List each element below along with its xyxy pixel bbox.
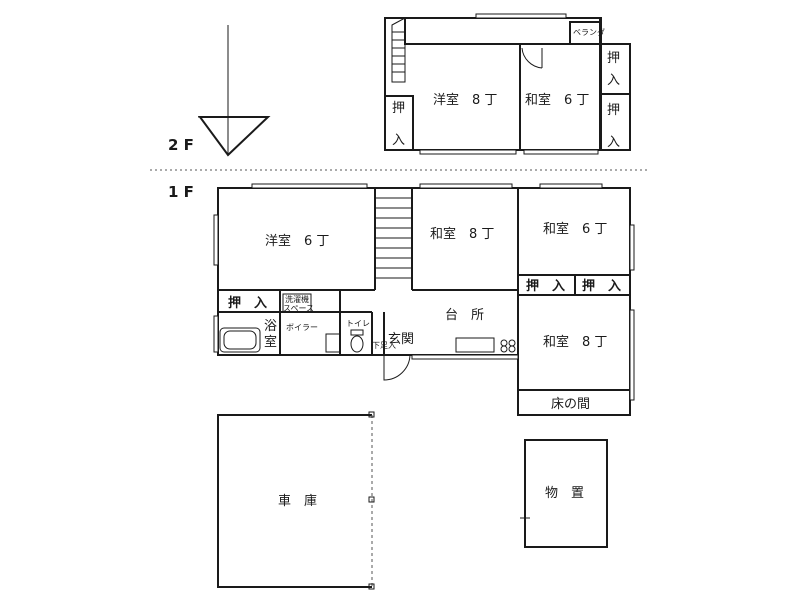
shoe-storage-label: 下足入 [372,341,396,350]
laundry-label-2: スペース [283,304,314,313]
room-2f-western: 洋室 8 丁 [433,92,497,108]
garage: 車 庫 [217,411,375,590]
room-1f-entrance: 玄関 [388,332,414,347]
label-1f: 1 F [168,183,194,201]
closet-2f-right-top-2: 入 [607,73,620,88]
room-1f-bath-1: 浴 [264,319,277,334]
room-1f-japanese-8-top: 和室 8 丁 [430,226,494,242]
closet-2f-left-1: 押 [392,101,405,116]
room-1f-japanese-8-bottom: 和室 8 丁 [543,334,607,350]
closet-1f-right: 押 入 [582,278,621,294]
closet-2f-left-2: 入 [392,133,405,148]
label-2f: 2 F [168,136,194,154]
room-1f-japanese-6: 和室 6 丁 [543,221,607,237]
room-2f-veranda: ベランダ [573,27,605,37]
room-1f-tokonoma: 床の間 [551,397,590,412]
laundry-label-1: 洗濯機 [285,294,309,304]
storage-label: 物 置 [545,486,584,501]
closet-1f-mid: 押 入 [526,278,565,294]
room-1f-kitchen: 台 所 [445,308,484,323]
second-floor: 洋室 8 丁 和室 6 丁 ベランダ 押 入 押 入 押 入 [384,13,631,155]
north-arrow-icon [198,25,271,157]
room-1f-western: 洋室 6 丁 [265,233,329,249]
garage-label: 車 庫 [278,494,317,509]
room-1f-bath-2: 室 [264,334,277,350]
storage-shed: 物 置 [520,439,608,548]
closet-1f-left: 押 入 [228,295,267,311]
closet-2f-right-bottom-1: 押 [607,103,620,118]
toilet-label: トイレ [346,319,370,328]
closet-2f-right-bottom-2: 入 [607,135,620,150]
closet-2f-right-top-1: 押 [607,51,620,66]
first-floor: 洋室 6 丁 和室 8 丁 和室 6 丁 押 入 押 入 押 入 台 所 和室 … [213,183,635,416]
staircase [375,197,412,269]
boiler-label: ボイラー [286,323,318,332]
room-2f-japanese: 和室 6 丁 [525,92,589,108]
